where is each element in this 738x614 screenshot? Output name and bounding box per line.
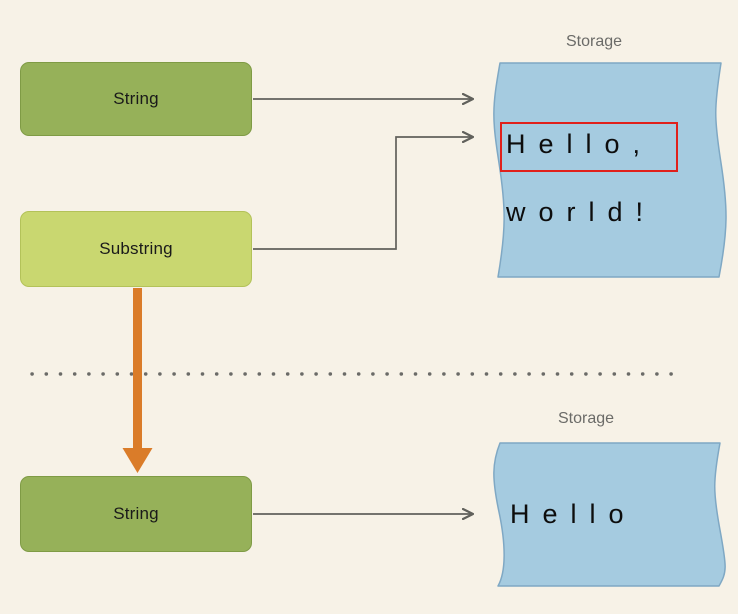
- storage-shape-top: [493, 62, 727, 278]
- storage-shape-bottom: [493, 442, 726, 587]
- copy-transition-arrow: [122, 288, 153, 473]
- connector-substring-to-storage: [253, 137, 472, 250]
- node-string-bottom[interactable]: String: [20, 476, 252, 552]
- storage-bottom-line-1: Hello: [510, 499, 637, 529]
- node-string-bottom-label: String: [113, 504, 159, 523]
- node-string-top[interactable]: String: [20, 62, 252, 136]
- storage-top-line-1: Hello,: [506, 129, 654, 159]
- node-substring-label: Substring: [99, 239, 173, 258]
- storage-label-bottom: Storage: [558, 410, 615, 427]
- storage-label-top: Storage: [566, 33, 623, 50]
- storage-top-line-2: world!: [506, 197, 657, 227]
- node-string-top-label: String: [113, 89, 159, 108]
- node-substring[interactable]: Substring: [20, 211, 252, 287]
